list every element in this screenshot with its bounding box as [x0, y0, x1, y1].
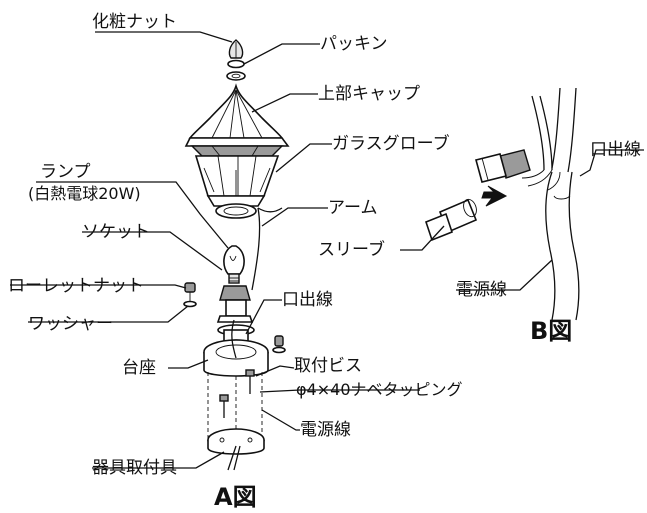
leader-lines-b: [400, 149, 644, 291]
lamp-bulb-part: [223, 245, 245, 284]
label-lead-wire-a: 口出線: [282, 290, 333, 310]
figure-b-cables: [425, 87, 580, 321]
label-knurled-nut: ローレットナット: [8, 276, 144, 296]
lead-wire-a-part: [231, 319, 237, 359]
socket-part: [219, 285, 251, 317]
label-packing: パッキン: [320, 34, 388, 54]
label-base: 台座: [122, 358, 156, 378]
label-power-cable-b: 電源線: [456, 280, 507, 300]
label-arm: アーム: [328, 198, 378, 218]
label-washer: ワッシャー: [28, 314, 113, 334]
top-cap-part: [184, 83, 290, 157]
arm-part: [251, 207, 283, 291]
label-top-cap: 上部キャップ: [318, 84, 420, 104]
washer-right-part: [272, 335, 286, 354]
caption-figure-a: A図: [214, 483, 257, 511]
alignment-lines: [207, 372, 263, 440]
label-socket: ソケット: [82, 222, 150, 242]
label-mount-screw: 取付ビス: [294, 356, 362, 376]
leader-lines-a: [10, 31, 420, 469]
mount-bracket-part: [207, 428, 265, 471]
label-screw-spec: φ4×40ナベタッピング: [296, 380, 463, 399]
label-mount-bracket: 器具取付具: [92, 458, 177, 478]
packing-part: [226, 59, 246, 81]
knurled-nut-part: [183, 282, 197, 308]
mount-screw-part: [219, 369, 255, 418]
label-lead-wire-b: 口出線: [590, 140, 641, 160]
label-lamp-spec: (白熱電球20W): [28, 184, 141, 203]
finial-nut-part: [228, 39, 244, 59]
label-power-cable-a: 電源線: [300, 420, 351, 440]
glass-globe-part: [194, 155, 280, 219]
caption-figure-b: B図: [530, 317, 573, 345]
label-finial-nut: 化粧ナット: [92, 12, 177, 32]
label-glass-globe: ガラスグローブ: [332, 134, 450, 154]
label-sleeve: スリーブ: [318, 240, 385, 260]
label-lamp: ランプ: [40, 162, 91, 182]
